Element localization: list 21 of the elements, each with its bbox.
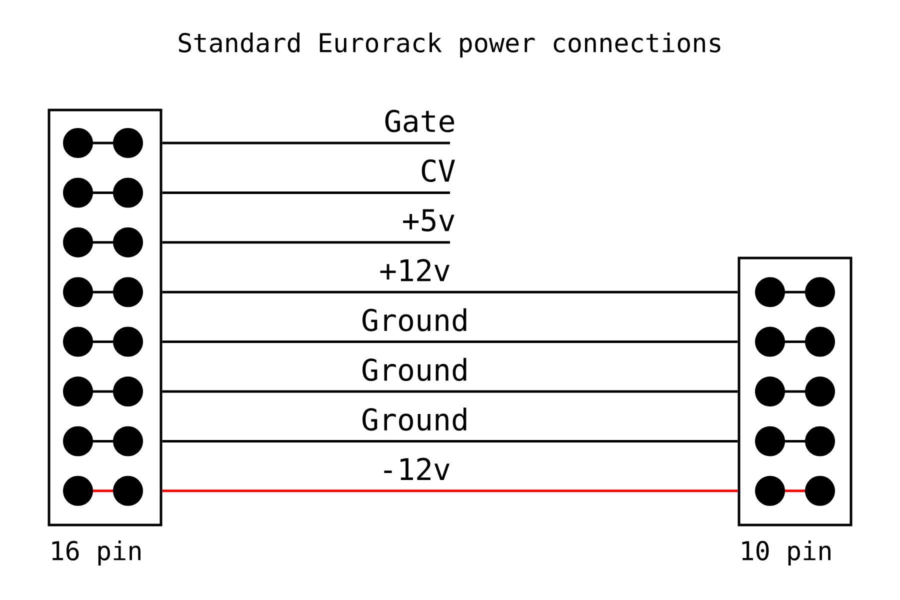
- wire: [162, 490, 738, 492]
- wire-label: +5v: [400, 208, 457, 232]
- wire-label: Ground: [360, 356, 470, 382]
- wire-label: Ground: [360, 406, 470, 432]
- pin-count-label: 10 pin: [742, 540, 830, 566]
- wire: [162, 340, 738, 344]
- pin-count-label: 16 pin: [52, 540, 140, 566]
- wire-label: Ground: [360, 307, 470, 332]
- wire: [162, 440, 738, 442]
- pin-header-box: [738, 256, 852, 526]
- wire: [162, 290, 738, 294]
- wire: [162, 241, 450, 244]
- wire-label: +12v: [378, 258, 452, 282]
- title: Standard Eurorack power connections: [178, 32, 720, 58]
- wire: [162, 142, 450, 144]
- wire: [162, 191, 450, 194]
- wire: [162, 390, 738, 393]
- wire-label: -12v: [378, 456, 452, 481]
- wire-label: CV: [418, 158, 457, 183]
- wire-label: Gate: [382, 108, 457, 134]
- pin-header-box: [48, 108, 162, 526]
